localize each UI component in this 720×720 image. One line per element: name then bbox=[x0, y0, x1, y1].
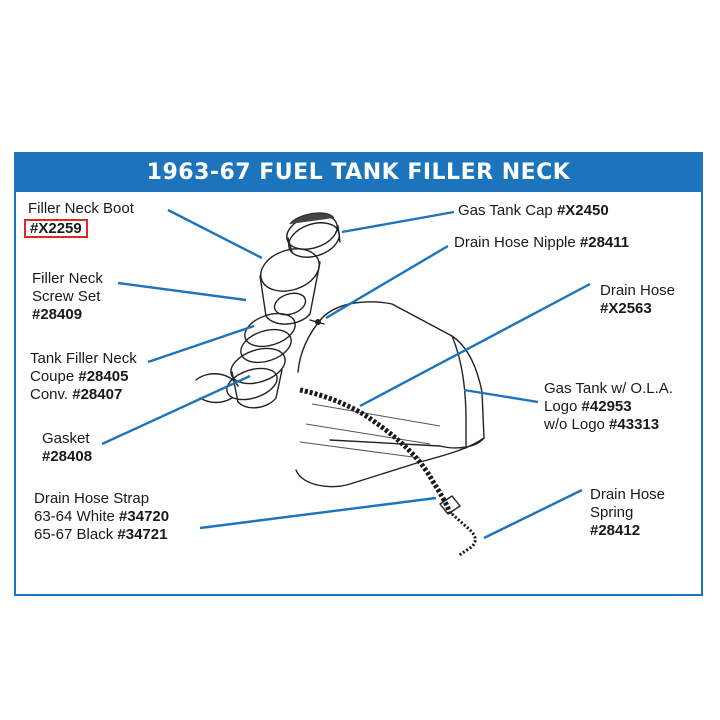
coupe-part: #28405 bbox=[78, 368, 129, 385]
gas-tank-name: Gas Tank w/ O.L.A. bbox=[544, 380, 673, 397]
label-gas-tank: Gas Tank w/ O.L.A. Logo #42953 w/o Logo … bbox=[544, 380, 673, 434]
leader-lines bbox=[101, 208, 591, 540]
gasket-name: Gasket bbox=[42, 430, 90, 447]
drain-hose-drawing bbox=[299, 387, 477, 558]
tank-filler-neck-name: Tank Filler Neck bbox=[30, 350, 137, 367]
gas-tank-drawing bbox=[295, 301, 485, 488]
diagram-title: 1963-67 FUEL TANK FILLER NECK bbox=[14, 152, 703, 192]
drain-hose-spring-name-line2: Spring bbox=[590, 504, 634, 521]
screw-set-name-line2: Screw Set bbox=[32, 288, 101, 305]
filler-neck-boot-name: Filler Neck Boot bbox=[28, 200, 134, 217]
label-gas-tank-cap: Gas Tank Cap #X2450 bbox=[458, 202, 609, 220]
gas-tank-cap-part: #X2450 bbox=[556, 202, 609, 219]
label-drain-hose: Drain Hose #X2563 bbox=[600, 282, 675, 318]
label-filler-neck-screw-set: Filler Neck Screw Set #28409 bbox=[32, 270, 103, 324]
label-drain-hose-nipple: Drain Hose Nipple #28411 bbox=[454, 234, 629, 252]
drain-hose-nipple-part: #28411 bbox=[579, 234, 630, 251]
filler-neck-drawing bbox=[195, 212, 341, 409]
gasket-part: #28408 bbox=[42, 448, 93, 465]
drain-hose-spring-part: #28412 bbox=[590, 522, 641, 539]
label-gasket: Gasket #28408 bbox=[42, 430, 92, 466]
gas-tank-nologo-part: #43313 bbox=[609, 416, 660, 433]
drain-hose-name: Drain Hose bbox=[600, 282, 676, 299]
label-drain-hose-strap: Drain Hose Strap 63-64 White #34720 65-6… bbox=[34, 490, 169, 544]
black-part: #34721 bbox=[117, 526, 168, 543]
drain-hose-part: #X2563 bbox=[600, 300, 652, 317]
screw-set-part: #28409 bbox=[32, 306, 83, 323]
screw-set-name-line1: Filler Neck bbox=[32, 270, 103, 287]
gas-tank-logo-label: Logo bbox=[544, 398, 582, 415]
gas-tank-nologo-label: w/o Logo bbox=[544, 416, 610, 433]
conv-label: Conv. bbox=[30, 386, 73, 403]
black-label: 65-67 Black bbox=[34, 526, 118, 543]
diagram-frame bbox=[14, 152, 703, 596]
gas-tank-cap-name: Gas Tank Cap bbox=[458, 202, 557, 219]
drain-hose-nipple-name: Drain Hose Nipple bbox=[454, 234, 580, 251]
label-drain-hose-spring: Drain Hose Spring #28412 bbox=[590, 486, 665, 540]
filler-neck-boot-part: #X2259 bbox=[24, 219, 88, 238]
white-part: #34720 bbox=[119, 508, 170, 525]
label-tank-filler-neck: Tank Filler Neck Coupe #28405 Conv. #284… bbox=[30, 350, 137, 404]
coupe-label: Coupe bbox=[30, 368, 79, 385]
gas-tank-logo-part: #42953 bbox=[581, 398, 632, 415]
label-filler-neck-boot: Filler Neck Boot #X2259 bbox=[24, 200, 134, 238]
drain-hose-strap-name: Drain Hose Strap bbox=[34, 490, 150, 507]
drain-hose-spring-name-line1: Drain Hose bbox=[590, 486, 666, 503]
white-label: 63-64 White bbox=[34, 508, 120, 525]
conv-part: #28407 bbox=[72, 386, 123, 403]
